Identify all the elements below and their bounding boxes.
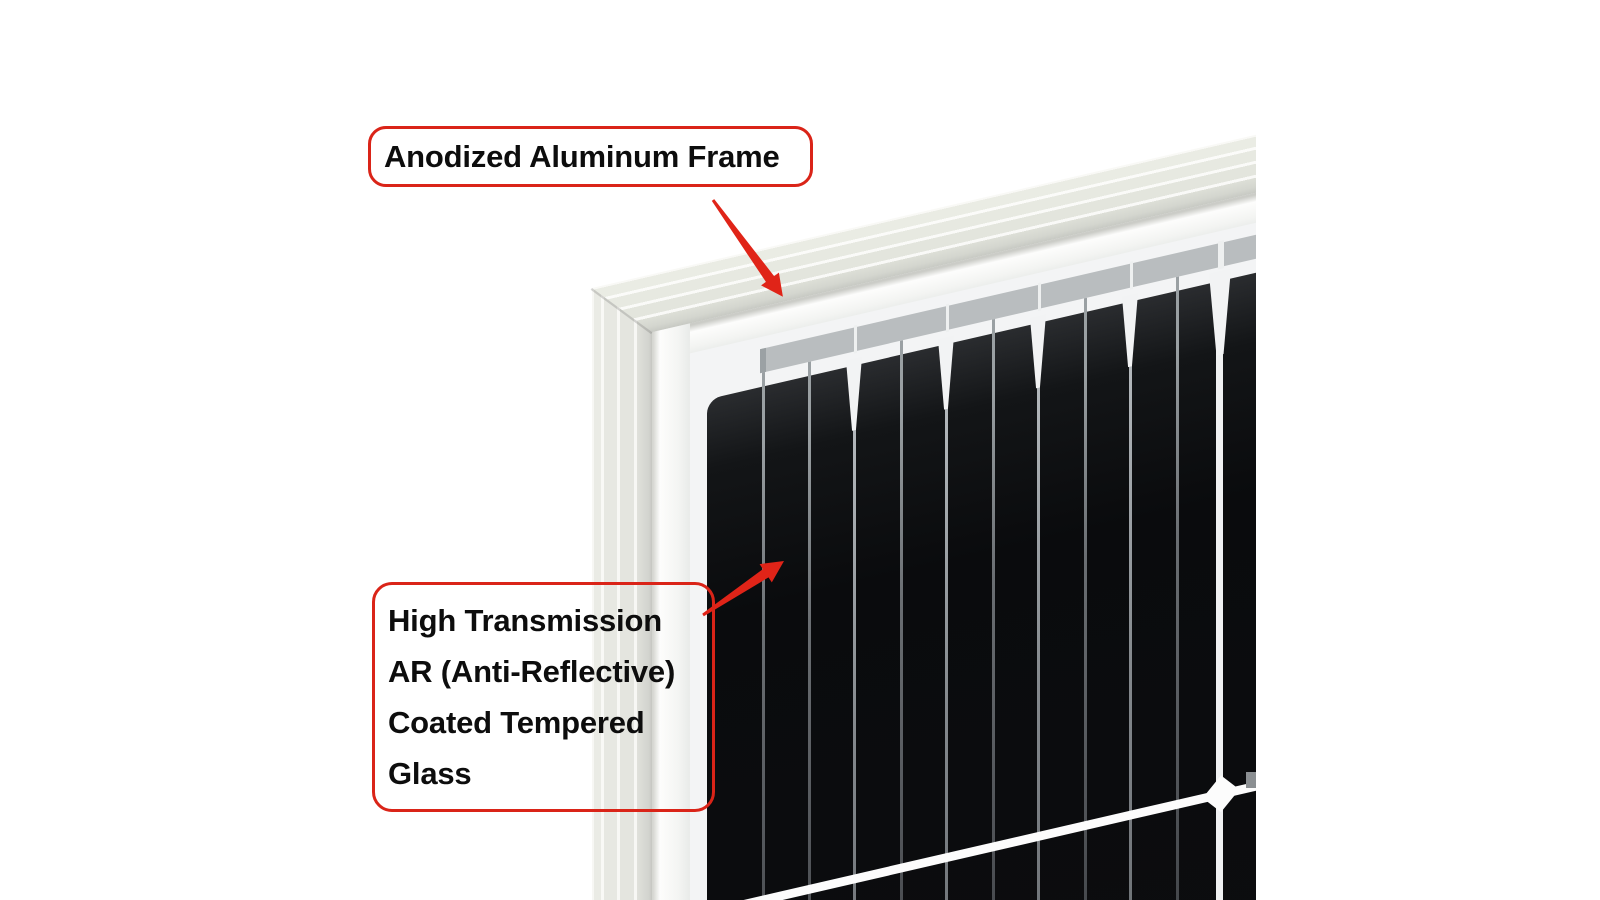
strip-seam <box>946 303 949 333</box>
glass-callout-line: Glass <box>388 756 472 791</box>
strip-seam <box>1038 282 1041 312</box>
strip-seam <box>854 324 857 354</box>
panel-photo <box>590 110 1256 900</box>
strip-seam <box>1218 240 1224 270</box>
busbar-line <box>1084 297 1087 900</box>
glass-callout-line: Coated Tempered <box>388 705 645 740</box>
cell-separator-line <box>1036 384 1040 900</box>
busbar-line <box>900 340 903 900</box>
glass-callout-line: High Transmission <box>388 603 662 638</box>
busbar-line <box>762 372 765 900</box>
frame-callout-label: Anodized Aluminum Frame <box>384 139 780 174</box>
cell-separator-line <box>944 405 948 900</box>
busbar-line <box>808 361 811 900</box>
strip-seam <box>1130 261 1133 290</box>
glass-callout-box: High Transmission AR (Anti-Reflective) C… <box>372 582 715 812</box>
strip-end-cap <box>760 347 766 374</box>
cell-separator-line <box>852 427 856 900</box>
glass-callout-line: AR (Anti-Reflective) <box>388 654 676 689</box>
frame-callout-box: Anodized Aluminum Frame <box>368 126 813 187</box>
busbar-line <box>992 319 995 900</box>
photo-edge-stub <box>1246 772 1256 788</box>
